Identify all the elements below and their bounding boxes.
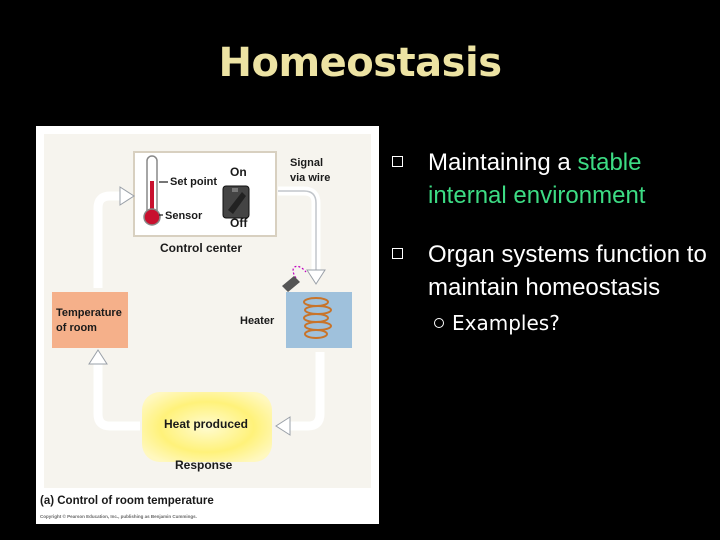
heating-coil-icon bbox=[303, 297, 332, 339]
bullet-list: Maintaining a stable internal environmen… bbox=[392, 146, 712, 336]
slide-title: Homeostasis bbox=[218, 40, 503, 86]
heater-to-heat-arrow bbox=[288, 352, 325, 431]
response-label: Response bbox=[175, 458, 233, 472]
sub-bullet-examples: Examples? bbox=[392, 310, 712, 336]
heater-label: Heater bbox=[240, 315, 275, 327]
bullet-item-organ-systems: Organ systems function to maintain homeo… bbox=[392, 238, 712, 304]
thermometer-icon bbox=[143, 155, 161, 226]
switch-off-label: Off bbox=[230, 216, 248, 230]
heater-box bbox=[286, 292, 352, 348]
heat-produced-label: Heat produced bbox=[164, 417, 248, 431]
signal-label-line2: via wire bbox=[290, 172, 330, 184]
control-center-label: Control center bbox=[160, 241, 242, 255]
circle-bullet-icon bbox=[434, 318, 444, 328]
set-point-label: Set point bbox=[170, 176, 217, 188]
bullet-item-stable-environment: Maintaining a stable internal environmen… bbox=[392, 146, 712, 212]
diagram-caption: (a) Control of room temperature bbox=[40, 495, 214, 507]
square-bullet-icon bbox=[392, 156, 403, 167]
temperature-label-line2: of room bbox=[56, 322, 97, 334]
temperature-to-sensor-arrow bbox=[93, 191, 122, 288]
sub-bullet-text: Examples? bbox=[452, 311, 560, 335]
temperature-box bbox=[52, 292, 128, 348]
signal-label-line1: Signal bbox=[290, 157, 323, 169]
heat-produced-glow bbox=[142, 392, 272, 462]
signal-arrow bbox=[278, 186, 321, 272]
sensor-label: Sensor bbox=[165, 210, 203, 222]
copyright-notice: Copyright © Pearson Education, Inc., pub… bbox=[40, 513, 197, 519]
bullet-2-text: Organ systems function to maintain homeo… bbox=[428, 241, 707, 301]
homeostasis-diagram: Set point Sensor On Off Control center S… bbox=[36, 126, 379, 524]
bullet-1-highlight: stable internal environment bbox=[428, 149, 646, 209]
switch-on-label: On bbox=[230, 165, 247, 179]
temperature-label-line1: Temperature bbox=[56, 307, 122, 319]
feedback-loop-svg: Set point Sensor On Off Control center S… bbox=[40, 151, 352, 519]
light-switch-icon bbox=[222, 185, 250, 219]
square-bullet-icon bbox=[392, 248, 403, 259]
heat-to-temperature-arrow bbox=[93, 362, 140, 431]
bullet-1-prefix: Maintaining a bbox=[428, 149, 578, 176]
